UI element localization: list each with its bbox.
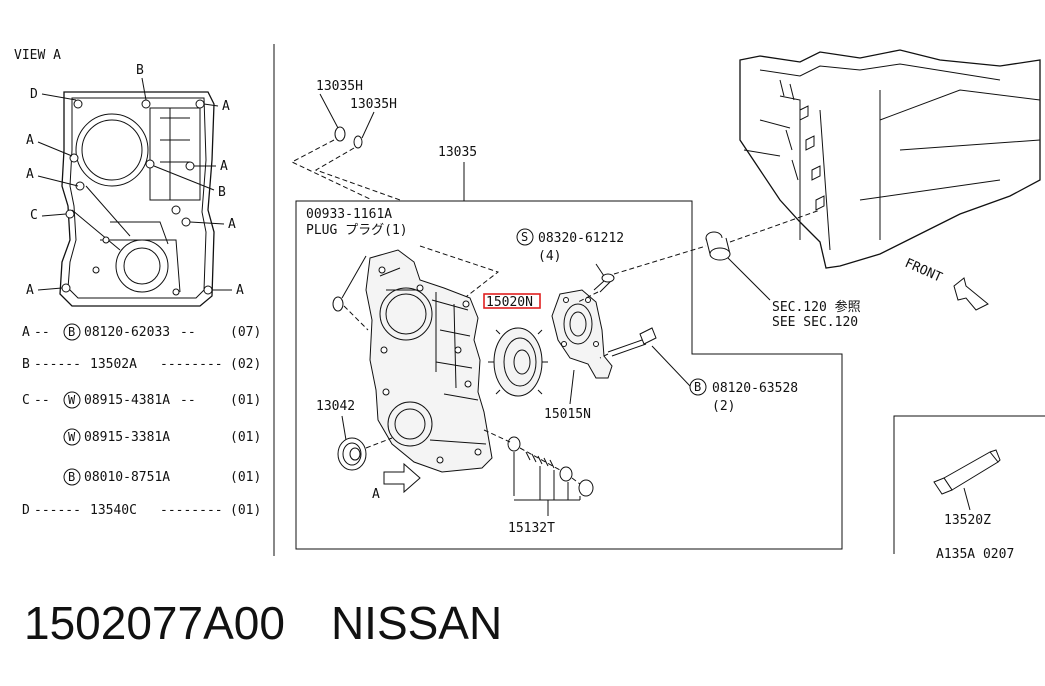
callout-a-5: A — [228, 217, 236, 232]
relief-valve-parts-icon — [507, 436, 594, 497]
callout-b-top: B — [136, 63, 144, 78]
legend-key: B — [22, 357, 30, 372]
view-a-title: VIEW A — [14, 48, 61, 63]
label-15015n: 15015N — [544, 407, 591, 422]
legend-symbol: W — [68, 430, 76, 444]
label-screw-qty: (4) — [538, 249, 561, 264]
label-diagram-ref: A135A 0207 — [936, 547, 1014, 562]
legend-symbol-icon — [63, 391, 81, 409]
engine-block-drawing — [739, 49, 1041, 269]
legend-leader: ------ — [34, 503, 81, 518]
oil-pump-housing-icon — [551, 289, 613, 379]
legend-row: D ------ 13540C -------- (01) — [22, 503, 261, 518]
legend-quantity: (01) — [230, 430, 261, 445]
oil-pump-gear-icon — [488, 327, 548, 397]
label-15020n: 15020N — [486, 295, 533, 310]
legend-row: A -- B 08120-62033 -- (07) — [22, 323, 261, 341]
label-plug-part: 00933-1161A — [306, 207, 392, 222]
legend-row: W 08915-3381A (01) — [63, 428, 261, 446]
screw-symbol-icon — [516, 228, 534, 246]
label-screw-part: 08320-61212 — [538, 231, 624, 246]
label-13520z: 13520Z — [944, 513, 991, 528]
legend-leader: -- — [34, 325, 50, 340]
label-13042: 13042 — [316, 399, 355, 414]
callout-a-1: A — [222, 99, 230, 114]
footer-brand: NISSAN — [330, 597, 503, 649]
sealant-tube-icon — [933, 449, 1001, 495]
label-view-arrow: A — [372, 487, 380, 502]
callout-a-3: A — [220, 159, 228, 174]
bolt-symbol-icon — [689, 378, 707, 396]
legend-key: A — [22, 325, 30, 340]
legend-dash: -- — [180, 393, 196, 408]
callout-b-mid: B — [218, 185, 226, 200]
legend-part-number: 08010-8751A — [84, 470, 170, 485]
legend-part-number: 08915-3381A — [84, 430, 170, 445]
callout-a-2: A — [26, 133, 34, 148]
dowel-icon — [705, 231, 731, 261]
plug-icon — [332, 296, 344, 312]
callout-a-7: A — [236, 283, 244, 298]
legend-key: D — [22, 503, 30, 518]
callout-a-6: A — [26, 283, 34, 298]
legend-symbol: B — [68, 470, 75, 484]
timing-chain-cover — [365, 249, 493, 473]
legend-symbol-icon — [63, 468, 81, 486]
label-bolt-part: 08120-63528 — [712, 381, 798, 396]
label-13035h-b: 13035H — [350, 97, 397, 112]
legend-row: B 08010-8751A (01) — [63, 468, 261, 486]
legend-part-number: 13540C — [90, 503, 137, 518]
label-sec-ref-1: SEC.120 参照 — [772, 299, 861, 315]
inset-frame — [893, 415, 1045, 554]
legend-row: B ------ 13502A -------- (02) — [22, 357, 261, 372]
label-15132t: 15132T — [508, 521, 555, 536]
screw-icon — [593, 273, 615, 293]
legend-part-number: 13502A — [90, 357, 137, 372]
part-footer: 1502077A00 NISSAN — [24, 596, 502, 650]
callout-c: C — [30, 208, 38, 223]
legend-part-number: 08915-4381A — [84, 393, 170, 408]
legend-leader: ------ — [34, 357, 81, 372]
screw-symbol: S — [521, 230, 528, 244]
legend-dash: -- — [180, 325, 196, 340]
legend-part-number: 08120-62033 — [84, 325, 170, 340]
legend-leader: -- — [34, 393, 50, 408]
legend-symbol: B — [68, 325, 75, 339]
bolt-symbol: B — [694, 380, 701, 394]
legend-quantity: (01) — [230, 470, 261, 485]
legend-quantity: (01) — [230, 393, 261, 408]
label-13035: 13035 — [438, 145, 477, 160]
label-sec-ref-2: SEE SEC.120 — [772, 315, 858, 330]
front-arrow-icon — [953, 277, 989, 311]
view-arrow-icon — [383, 462, 421, 494]
legend-quantity: (07) — [230, 325, 261, 340]
view-a-cover-drawing — [59, 91, 215, 307]
legend-key: C — [22, 393, 30, 408]
highlight-15020n — [483, 293, 541, 309]
o-ring-small-icon — [353, 135, 363, 149]
legend-symbol-icon — [63, 323, 81, 341]
o-ring-icon — [334, 126, 346, 142]
legend-quantity: (02) — [230, 357, 261, 372]
label-bolt-qty: (2) — [712, 399, 735, 414]
legend-quantity: (01) — [230, 503, 261, 518]
callout-a-4: A — [26, 167, 34, 182]
label-13035h-a: 13035H — [316, 79, 363, 94]
legend-dash: -------- — [160, 503, 223, 518]
legend-symbol: W — [68, 393, 76, 407]
assembly-frame — [295, 200, 843, 550]
legend-dash: -------- — [160, 357, 223, 372]
label-plug: PLUG プラグ(1) — [306, 223, 408, 238]
legend-symbol-icon — [63, 428, 81, 446]
bolt-icon — [607, 327, 657, 357]
footer-part-number: 1502077A00 — [24, 597, 285, 649]
view-a-callouts: B D A A A A B C A A A — [26, 63, 244, 298]
label-front: FRONT — [902, 256, 944, 286]
front-oil-seal-icon — [337, 437, 367, 471]
legend-row: C -- W 08915-4381A -- (01) — [22, 391, 261, 409]
callout-d: D — [30, 87, 38, 102]
